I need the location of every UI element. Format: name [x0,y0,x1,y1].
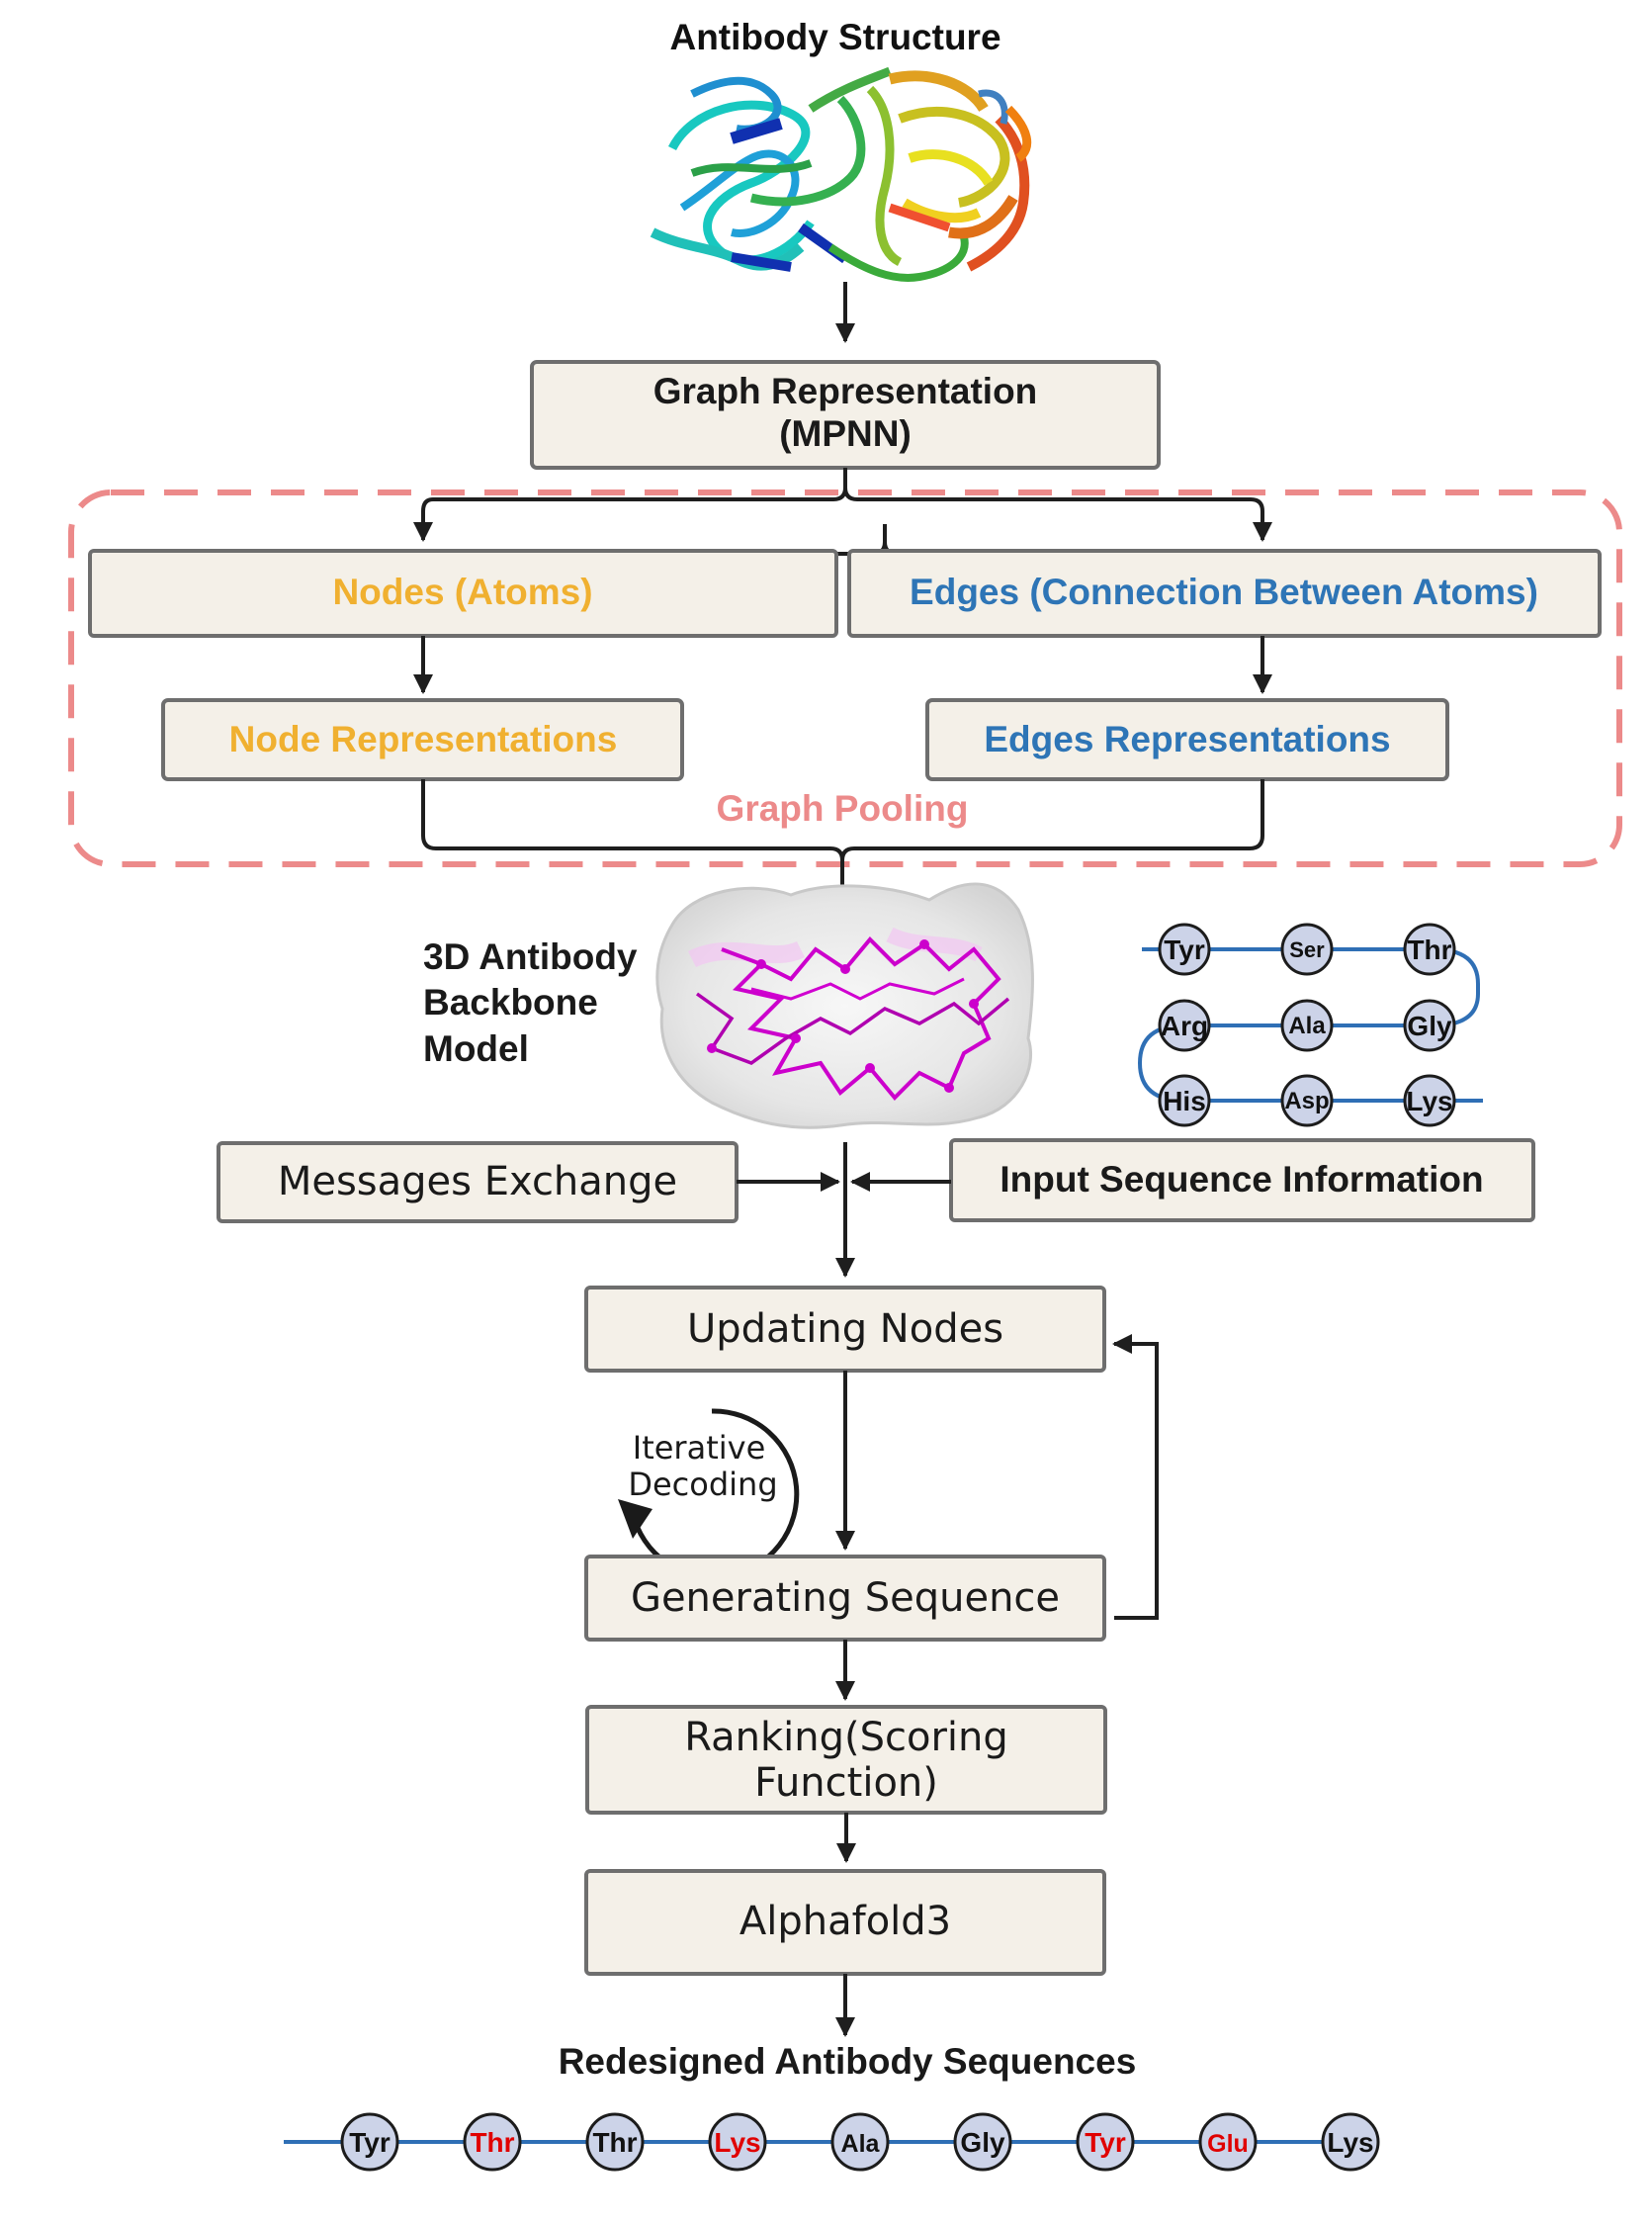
backbone-label-line3: Model [423,1028,529,1069]
redesigned-residue-label-mutated: Glu [1207,2130,1249,2158]
edges-label: Edges (Connection Between Atoms) [910,572,1538,612]
residue-circle [1158,923,1211,976]
redesigned-residue-label: Ala [841,2130,881,2158]
iterative-label-line2: Decoding [628,1466,777,1503]
cycle-arrowhead-icon [618,1499,652,1539]
graph-representation-label-line1: Graph Representation [653,371,1038,411]
brace-to-nodes [413,468,847,542]
node-representations-label: Node Representations [229,719,618,759]
graph-representation-label-line2: (MPNN) [779,413,912,454]
input-sequence-chain: Tyr Ser Thr Arg Ala Gly His Asp Lys [1137,923,1483,1127]
redesigned-residue-label: Tyr [349,2127,391,2158]
residue-label: Arg [1161,1011,1208,1041]
backbone-surface-image [655,882,1034,1129]
residue-circle [1280,1074,1334,1127]
redesigned-residue-circle [585,2112,645,2172]
antibody-ribbon-structure-image [650,66,1032,282]
backbone-label-line1: 3D Antibody [423,936,638,977]
backbone-label-line2: Backbone [423,982,598,1023]
residue-circle [1403,1074,1456,1127]
residue-circle [1280,999,1334,1052]
edges-box [847,549,1602,638]
updating-nodes-label: Updating Nodes [687,1306,1003,1352]
residue-row-1: Tyr Ser Thr [1158,923,1456,976]
nodes-box [88,549,838,638]
residue-label: Gly [1407,1011,1452,1041]
redesigned-residue-label: Lys [1327,2127,1373,2158]
redesigned-residue-label-mutated: Thr [470,2127,514,2158]
iterative-decoding-cycle: Iterative Decoding [618,1408,800,1580]
redesigned-residue-circle [340,2112,399,2172]
redesigned-residue-circle [708,2112,767,2172]
residue-label: His [1163,1086,1206,1116]
redesigned-residue-label-mutated: Tyr [1085,2127,1126,2158]
redesigned-residue-circle [463,2112,522,2172]
redesigned-residue-circle [1321,2112,1380,2172]
ranking-label-line2: Function) [754,1760,938,1806]
residue-label: Thr [1407,934,1451,965]
residue-label: Asp [1284,1088,1329,1114]
residue-row-2: Arg Ala Gly [1158,999,1456,1052]
redesigned-residue-label: Thr [592,2127,637,2158]
edges-representations-label: Edges Representations [984,719,1390,759]
nodes-label: Nodes (Atoms) [332,572,592,612]
redesigned-residue-label: Gly [960,2127,1005,2158]
alphafold3-label: Alphafold3 [739,1899,951,1944]
redesigned-residue-label-mutated: Lys [714,2127,760,2158]
brace-to-edges [843,487,1272,542]
residue-label: Lys [1406,1086,1452,1116]
residue-circle [1158,1074,1211,1127]
residue-circle [1403,923,1456,976]
redesigned-residue-circle [830,2112,890,2172]
iterative-label-line1: Iterative [633,1429,766,1467]
messages-exchange-label: Messages Exchange [278,1159,677,1204]
residue-label: Ser [1289,937,1325,962]
merge-from-node-rep [421,779,844,861]
redesigned-sequences-title: Redesigned Antibody Sequences [559,2041,1137,2082]
redesigned-residue-circle [1198,2112,1258,2172]
redesigned-residue-circle [1076,2112,1135,2172]
input-sequence-info-label: Input Sequence Information [1000,1159,1483,1200]
ranking-label-line1: Ranking(Scoring [684,1715,1008,1760]
feedback-arrow [1112,1334,1159,1620]
generating-sequence-label: Generating Sequence [631,1575,1060,1621]
redesigned-sequence-chain: Tyr Thr Thr Lys Ala Gly Tyr Glu Lys [284,2112,1380,2172]
residue-circle [1280,923,1334,976]
residue-label: Ala [1288,1013,1326,1039]
residue-circle [1158,999,1211,1052]
edges-representations-box [925,698,1449,781]
residue-circle [1403,999,1456,1052]
merge-from-edge-rep [832,779,1264,907]
graph-pooling-region [68,489,1622,867]
residue-label: Tyr [1164,934,1205,965]
title-antibody-structure: Antibody Structure [669,17,1000,57]
residue-row-3: His Asp Lys [1158,1074,1456,1127]
redesigned-residue-circle [953,2112,1012,2172]
graph-pooling-label: Graph Pooling [717,788,969,829]
